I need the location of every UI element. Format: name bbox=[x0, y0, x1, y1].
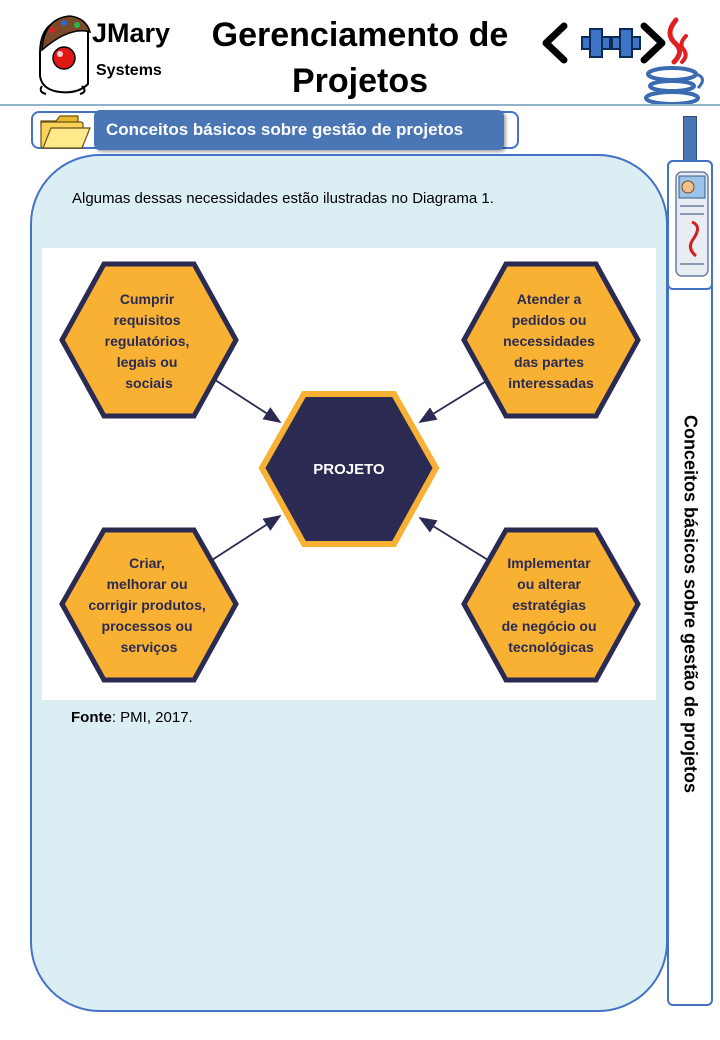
cpp-logo-icon bbox=[542, 22, 666, 64]
section-title: Conceitos básicos sobre gestão de projet… bbox=[94, 110, 504, 150]
node-top-right-label: Atender a pedidos ou necessidades das pa… bbox=[503, 291, 599, 391]
sidebar-icon-box bbox=[667, 160, 713, 290]
page-title: Gerenciamento de Projetos bbox=[211, 16, 509, 100]
mascot-logo-icon bbox=[39, 15, 92, 95]
node-center: PROJETO bbox=[258, 391, 440, 547]
figure-source: Fonte: PMI, 2017. bbox=[71, 709, 193, 726]
source-label: Fonte bbox=[71, 709, 112, 726]
brand-name: JMary bbox=[92, 18, 171, 48]
source-text: : PMI, 2017. bbox=[111, 709, 193, 726]
intro-text: Algumas dessas necessidades estão ilustr… bbox=[72, 190, 494, 207]
arrow-top-right bbox=[418, 379, 489, 423]
node-center-label: PROJETO bbox=[313, 461, 385, 478]
arrow-bottom-right bbox=[418, 517, 489, 561]
node-top-left-label: Cumprir requisitos regulatórios, legais … bbox=[105, 291, 194, 391]
sidebar-connector bbox=[683, 116, 697, 166]
node-bottom-right-label: Implementar ou alterar estratégias de ne… bbox=[502, 555, 601, 655]
folder-icon bbox=[40, 115, 91, 149]
node-bottom-right: Implementar ou alterar estratégias de ne… bbox=[461, 527, 641, 683]
node-bottom-left: Criar, melhorar ou corrigir produtos, pr… bbox=[59, 527, 239, 683]
arrow-top-left bbox=[211, 377, 282, 423]
arrow-bottom-left bbox=[211, 515, 282, 561]
diagram-1: Cumprir requisitos regulatórios, legais … bbox=[42, 248, 656, 700]
sidebar-vertical-title: Conceitos básicos sobre gestão de projet… bbox=[680, 414, 701, 794]
java-logo-icon bbox=[644, 17, 704, 106]
node-top-left: Cumprir requisitos regulatórios, legais … bbox=[59, 261, 239, 419]
node-top-right: Atender a pedidos ou necessidades das pa… bbox=[461, 261, 641, 419]
sidebar-frame bbox=[667, 160, 713, 1006]
brand-subtitle: Systems bbox=[96, 62, 162, 79]
newspaper-icon bbox=[675, 171, 709, 277]
header-divider bbox=[0, 104, 720, 106]
node-bottom-left-label: Criar, melhorar ou corrigir produtos, pr… bbox=[88, 555, 209, 655]
